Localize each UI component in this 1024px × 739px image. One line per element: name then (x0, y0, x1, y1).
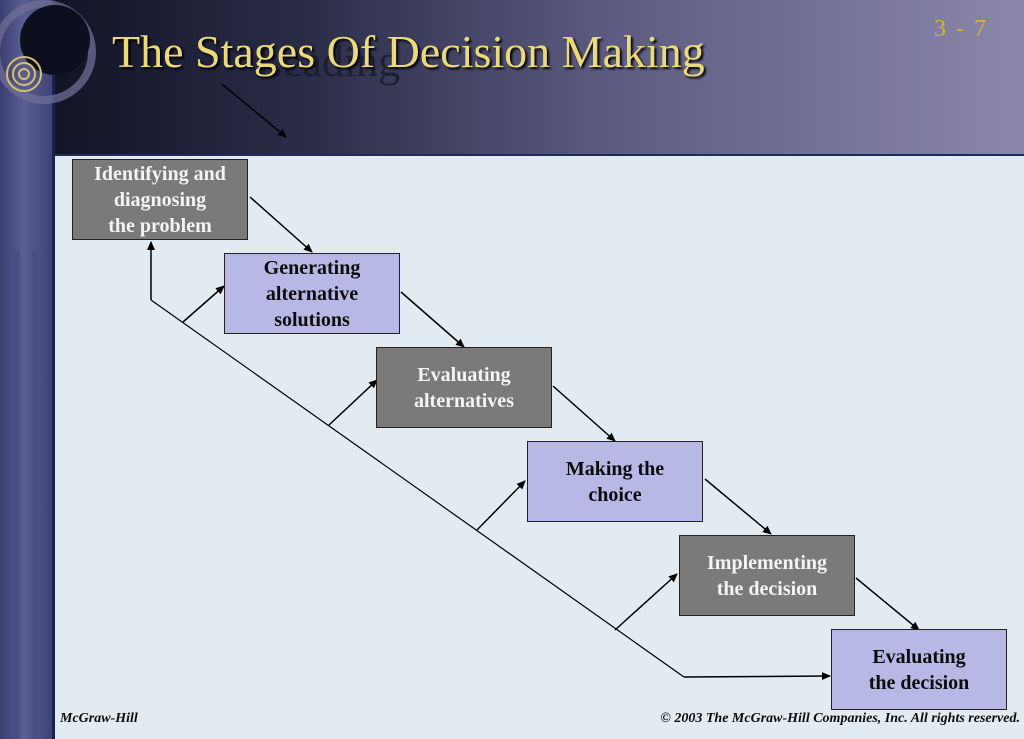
stage-implementing-decision: Implementing the decision (679, 535, 855, 616)
stage-making-choice: Making the choice (527, 441, 703, 522)
feedback-diagonal (150, 299, 685, 678)
footer-copyright: © 2003 The McGraw-Hill Companies, Inc. A… (660, 711, 1020, 726)
slide-header (0, 0, 1024, 155)
stage-identifying-problem: Identifying and diagnosing the problem (72, 159, 248, 240)
left-decorative-bar (0, 0, 52, 739)
slide-title: The Stages Of Decision Making (112, 26, 705, 77)
stage-evaluating-alternatives: Evaluating alternatives (376, 347, 552, 428)
feedback-arrow-to-choice (476, 480, 526, 531)
ghost-word-leading: Leading (256, 37, 401, 86)
target-logo-icon (6, 56, 42, 92)
feedback-arrow-to-evaluating-decision (683, 672, 831, 681)
forward-arrow-5 (855, 577, 920, 631)
left-bar-border (52, 0, 55, 739)
feedback-arrow-to-generating (182, 285, 225, 323)
stage-evaluating-decision: Evaluating the decision (831, 629, 1007, 710)
feedback-arrow-to-implementing (614, 573, 678, 631)
bar-stripe (14, 250, 20, 739)
forward-arrow-4 (704, 478, 772, 535)
forward-arrow-3 (552, 385, 616, 442)
feedback-arrow-to-evaluating-alternatives (328, 379, 378, 426)
stage-generating-alternatives: Generating alternative solutions (224, 253, 400, 334)
header-arrow (221, 83, 287, 138)
bar-stripe (32, 250, 38, 739)
decorative-ring (0, 0, 96, 104)
forward-arrow-2 (400, 291, 465, 348)
footer-publisher: McGraw-Hill (60, 711, 138, 726)
page-number: 3 - 7 (934, 16, 988, 42)
header-divider (55, 154, 1024, 156)
forward-arrow-1 (249, 196, 313, 253)
